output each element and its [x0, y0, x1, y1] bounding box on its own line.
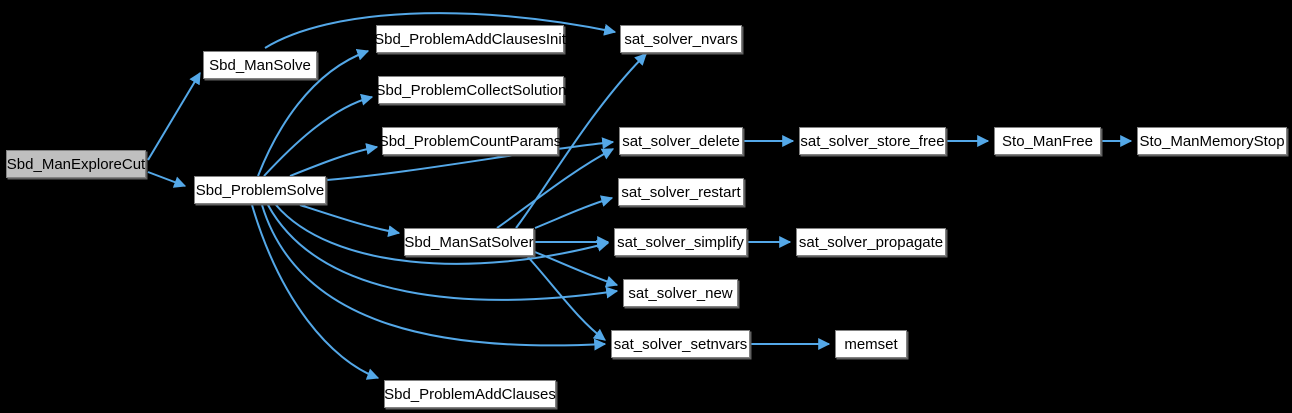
node-label: sat_solver_new: [628, 284, 733, 302]
node-label: Sbd_ProblemCollectSolution: [375, 81, 567, 99]
edge-problem-solve-to-man-sat-solver: [299, 204, 401, 238]
node-label: Sbd_ManSolve: [209, 56, 311, 74]
node-label: Sbd_ProblemAddClauses: [384, 385, 556, 403]
edge-problem-solve-to-collect-solution: [263, 93, 374, 177]
node-label: sat_solver_restart: [621, 183, 741, 201]
graph-node-sbd_problem_add_clauses_init[interactable]: Sbd_ProblemAddClausesInit: [374, 25, 566, 53]
node-label: sat_solver_delete: [622, 132, 740, 150]
node-label: sat_solver_nvars: [624, 30, 738, 48]
node-label: sat_solver_setnvars: [613, 335, 748, 353]
graph-node-sat_solver_store_free[interactable]: sat_solver_store_free: [799, 127, 946, 155]
edge-problem-solve-to-sat-setnvars: [261, 204, 607, 351]
edge-man-sat-solver-to-new: [534, 251, 619, 288]
node-label: memset: [844, 335, 898, 353]
graph-node-sbd_problem_add_clauses[interactable]: Sbd_ProblemAddClauses: [384, 380, 556, 408]
edge-man-sat-solver-to-setnvars: [527, 256, 606, 341]
node-label: sat_solver_simplify: [617, 233, 744, 251]
edge-man-sat-solver-to-delete: [496, 148, 615, 229]
graph-node-sat_solver_nvars[interactable]: sat_solver_nvars: [620, 25, 742, 53]
graph-node-sat_solver_restart[interactable]: sat_solver_restart: [618, 178, 744, 206]
edge-explore-cut-to-man-solve: [147, 71, 201, 161]
node-label: Sbd_ProblemAddClausesInit: [374, 30, 566, 48]
graph-node-sat_solver_propagate[interactable]: sat_solver_propagate: [796, 228, 946, 256]
node-label: Sto_ManFree: [1002, 132, 1093, 150]
graph-node-sbd_problem_solve[interactable]: Sbd_ProblemSolve: [194, 176, 326, 204]
graph-node-sbd_problem_collect_solution[interactable]: Sbd_ProblemCollectSolution: [376, 76, 566, 104]
graph-node-sbd_man_explore_cut[interactable]: Sbd_ManExploreCut: [6, 150, 146, 178]
edge-problem-solve-to-problem-add-clauses: [251, 204, 380, 380]
graph-node-sat_solver_setnvars[interactable]: sat_solver_setnvars: [611, 330, 750, 358]
graph-node-sto_man_free[interactable]: Sto_ManFree: [994, 127, 1101, 155]
graph-node-sbd_problem_count_params[interactable]: Sbd_ProblemCountParams: [379, 127, 561, 155]
graph-node-sat_solver_new[interactable]: sat_solver_new: [623, 279, 738, 307]
node-label: Sbd_ManSatSolver: [404, 233, 534, 251]
node-label: Sbd_ProblemCountParams: [378, 132, 562, 150]
graph-node-sto_man_memory_stop[interactable]: Sto_ManMemoryStop: [1137, 127, 1287, 155]
edge-man-sat-solver-to-restart: [534, 195, 614, 229]
node-label: sat_solver_propagate: [798, 233, 944, 251]
graph-node-sat_solver_simplify[interactable]: sat_solver_simplify: [614, 228, 747, 256]
edge-explore-cut-to-problem-solve: [147, 171, 187, 188]
node-label: Sbd_ManExploreCut: [6, 155, 146, 173]
graph-node-sbd_man_sat_solver[interactable]: Sbd_ManSatSolver: [404, 228, 534, 256]
node-label: sat_solver_store_free: [800, 132, 945, 150]
graph-node-sbd_man_solve[interactable]: Sbd_ManSolve: [203, 51, 317, 79]
node-label: Sto_ManMemoryStop: [1139, 132, 1285, 150]
graph-node-memset[interactable]: memset: [835, 330, 907, 358]
edge-problem-solve-to-count-params: [289, 143, 379, 177]
graph-node-sat_solver_delete[interactable]: sat_solver_delete: [619, 127, 743, 155]
node-label: Sbd_ProblemSolve: [195, 181, 325, 199]
